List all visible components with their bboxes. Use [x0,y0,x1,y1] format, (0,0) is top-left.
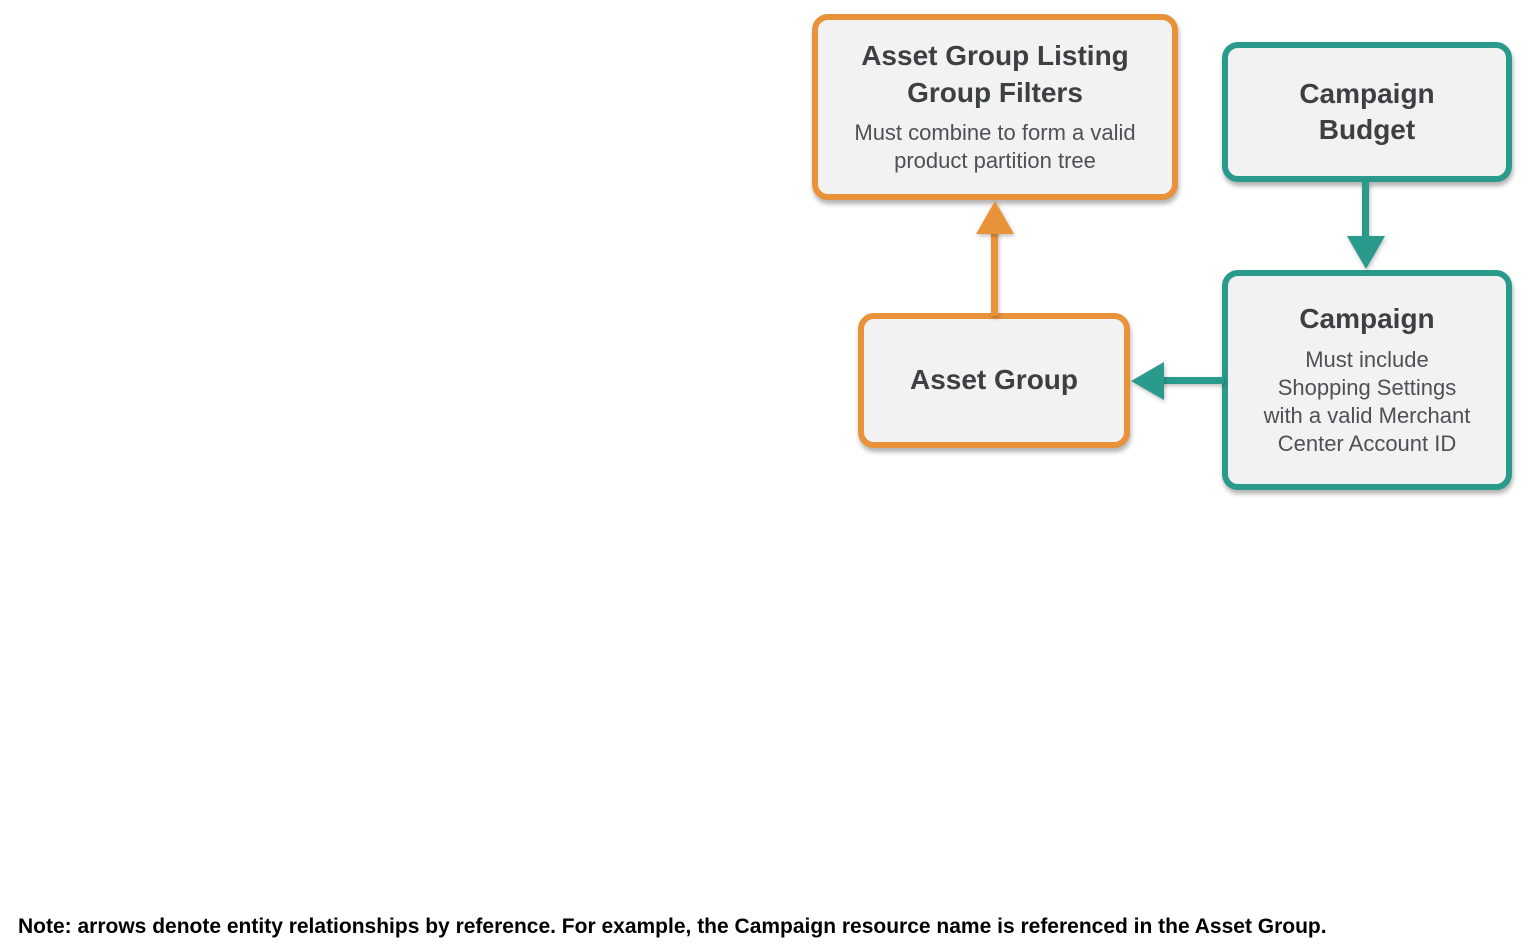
node-campaign-budget: Campaign Budget [1222,42,1512,182]
diagram-note: Note: arrows denote entity relationships… [18,915,1327,938]
arrow-campaign-to-asset-group-shaft [1160,377,1224,384]
arrow-campaign-budget-to-campaign-shaft [1362,181,1369,238]
arrow-left-icon [1131,362,1164,400]
node-subtitle: Must combine to form a valid product par… [854,120,1136,174]
node-title: Asset Group [909,364,1079,396]
node-title: Asset Group Listing Group Filters [861,40,1129,108]
arrow-down-icon [1347,236,1385,269]
node-campaign: Campaign Must include Shopping Settings … [1222,270,1512,490]
node-asset-group-listing-group-filters: Asset Group Listing Group Filters Must c… [812,14,1178,200]
arrow-up-icon [976,201,1014,234]
node-title: Campaign Budget [1299,77,1435,145]
node-subtitle: Must include Shopping Settings with a va… [1263,346,1471,457]
node-asset-group: Asset Group [858,313,1130,448]
node-title: Campaign [1299,303,1435,335]
arrow-asset-group-to-listing-filters-shaft [991,230,998,316]
